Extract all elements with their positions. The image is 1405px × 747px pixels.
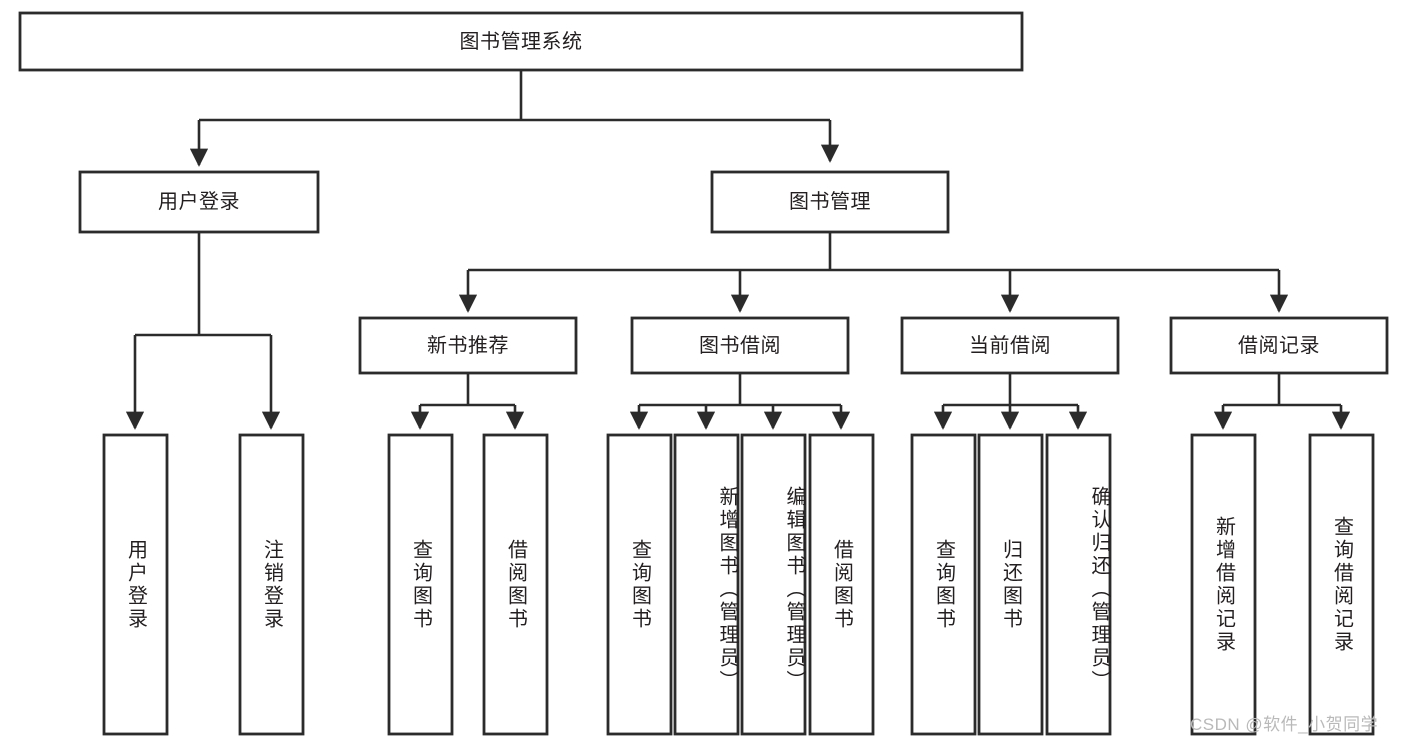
node-box-leaf-newbook-2[interactable] (482, 433, 549, 736)
node-box-leaf-record-1[interactable] (1190, 433, 1257, 736)
node-box-leaf-user-login-2[interactable] (238, 433, 305, 736)
node-box-leaf-current-3[interactable] (1045, 433, 1112, 736)
node-box-root[interactable] (18, 11, 1024, 72)
node-box-leaf-current-1[interactable] (910, 433, 977, 736)
node-box-new-book-recommend[interactable] (358, 316, 578, 375)
node-box-leaf-borrow-1[interactable] (606, 433, 673, 736)
node-box-leaf-borrow-3[interactable] (740, 433, 807, 736)
node-box-leaf-record-2[interactable] (1308, 433, 1375, 736)
node-box-user-login[interactable] (78, 170, 320, 234)
node-box-book-management[interactable] (710, 170, 950, 234)
connector-lines (125, 70, 1351, 430)
node-box-leaf-current-2[interactable] (977, 433, 1044, 736)
watermark-text: CSDN @软件_小贺同学 (1190, 715, 1379, 734)
node-box-borrow-record[interactable] (1169, 316, 1389, 375)
node-box-leaf-newbook-1[interactable] (387, 433, 454, 736)
node-box-book-borrow[interactable] (630, 316, 850, 375)
node-box-current-borrow[interactable] (900, 316, 1120, 375)
node-box-leaf-borrow-2[interactable] (673, 433, 740, 736)
node-box-leaf-user-login-1[interactable] (102, 433, 169, 736)
node-box-leaf-borrow-4[interactable] (808, 433, 875, 736)
